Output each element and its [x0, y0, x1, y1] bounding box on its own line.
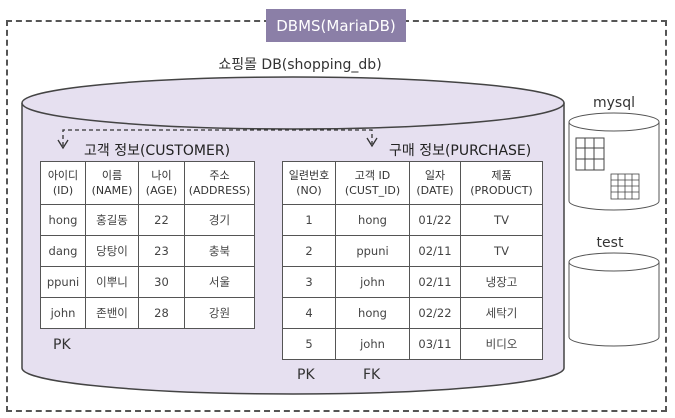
cell-no: 3: [282, 266, 336, 298]
cell-no: 4: [282, 297, 336, 329]
cell-id: dang: [40, 235, 86, 267]
cell-age: 28: [138, 297, 185, 329]
mysql-cylinder-top: [568, 112, 660, 132]
cell-id: hong: [40, 204, 86, 236]
cell-age: 22: [138, 204, 185, 236]
cell-address: 충북: [184, 235, 255, 267]
cell-cust-id: john: [335, 266, 410, 298]
cell-name: 당탕이: [85, 235, 139, 267]
dbms-banner: DBMS(MariaDB): [266, 9, 406, 42]
table-row: 2 ppuni 02/11 TV: [282, 235, 543, 267]
mysql-table-icon-1: [575, 137, 605, 171]
purchase-header-product: 제품(PRODUCT): [460, 161, 543, 205]
cell-date: 02/11: [409, 266, 461, 298]
cell-product: 냉장고: [460, 266, 543, 298]
customer-header-id: 아이디(ID): [40, 161, 86, 205]
cell-date: 01/22: [409, 204, 461, 236]
customer-header-name: 이름(NAME): [85, 161, 139, 205]
table-row: dang 당탕이 23 충북: [40, 235, 255, 267]
purchase-header-row: 일련번호(NO) 고객 ID(CUST_ID) 일자(DATE) 제품(PROD…: [282, 161, 543, 205]
main-db-title: 쇼핑몰 DB(shopping_db): [218, 57, 382, 73]
cell-age: 30: [138, 266, 185, 298]
purchase-header-no: 일련번호(NO): [282, 161, 336, 205]
customer-header-age: 나이(AGE): [138, 161, 185, 205]
cell-no: 5: [282, 328, 336, 360]
cell-date: 03/11: [409, 328, 461, 360]
cell-cust-id: hong: [335, 297, 410, 329]
cell-cust-id: ppuni: [335, 235, 410, 267]
test-cylinder-top: [568, 252, 660, 272]
cell-id: ppuni: [40, 266, 86, 298]
cell-no: 1: [282, 204, 336, 236]
cell-id: john: [40, 297, 86, 329]
relationship-arrow: [57, 129, 378, 150]
table-row: ppuni 이뿌니 30 서울: [40, 266, 255, 298]
cell-address: 강원: [184, 297, 255, 329]
table-row: hong 홍길동 22 경기: [40, 204, 255, 236]
purchase-fk-label: FK: [363, 367, 381, 383]
test-db-label: test: [596, 235, 624, 251]
customer-pk-label: PK: [53, 337, 71, 353]
purchase-pk-label: PK: [297, 367, 315, 383]
purchase-header-cust-id: 고객 ID(CUST_ID): [335, 161, 410, 205]
purchase-header-date: 일자(DATE): [409, 161, 461, 205]
table-row: john 존밴이 28 강원: [40, 297, 255, 329]
cell-cust-id: hong: [335, 204, 410, 236]
cell-age: 23: [138, 235, 185, 267]
table-row: 5 john 03/11 비디오: [282, 328, 543, 360]
cell-cust-id: john: [335, 328, 410, 360]
cell-name: 홍길동: [85, 204, 139, 236]
cell-date: 02/11: [409, 235, 461, 267]
mysql-table-icon-2: [610, 173, 640, 200]
cell-product: 비디오: [460, 328, 543, 360]
cell-product: TV: [460, 235, 543, 267]
customer-table: 아이디(ID) 이름(NAME) 나이(AGE) 주소(ADDRESS) hon…: [40, 161, 255, 329]
mysql-db-label: mysql: [593, 95, 635, 111]
cell-no: 2: [282, 235, 336, 267]
cell-address: 경기: [184, 204, 255, 236]
customer-table-title: 고객 정보(CUSTOMER): [84, 143, 231, 159]
purchase-table-title: 구매 정보(PURCHASE): [389, 143, 532, 159]
cell-product: 세탁기: [460, 297, 543, 329]
test-cylinder-body: [568, 262, 660, 347]
main-db-cylinder-top: [21, 76, 565, 130]
customer-header-row: 아이디(ID) 이름(NAME) 나이(AGE) 주소(ADDRESS): [40, 161, 255, 205]
cell-name: 이뿌니: [85, 266, 139, 298]
table-row: 1 hong 01/22 TV: [282, 204, 543, 236]
cell-address: 서울: [184, 266, 255, 298]
cell-product: TV: [460, 204, 543, 236]
table-row: 4 hong 02/22 세탁기: [282, 297, 543, 329]
customer-header-address: 주소(ADDRESS): [184, 161, 255, 205]
cell-name: 존밴이: [85, 297, 139, 329]
cell-date: 02/22: [409, 297, 461, 329]
purchase-table: 일련번호(NO) 고객 ID(CUST_ID) 일자(DATE) 제품(PROD…: [282, 161, 543, 360]
table-row: 3 john 02/11 냉장고: [282, 266, 543, 298]
